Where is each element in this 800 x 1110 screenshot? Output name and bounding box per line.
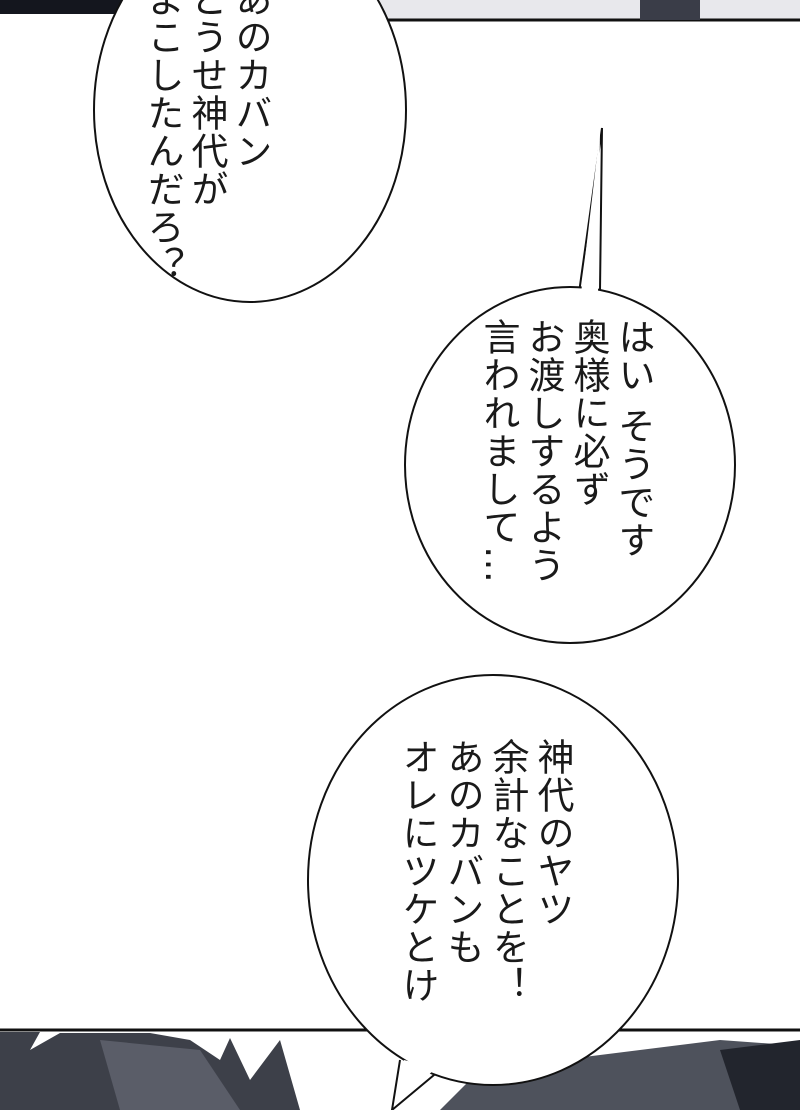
- line: どうせ神代が: [185, 0, 228, 208]
- bubble-3-text: 神代のヤツ余計なことを！あのカバンもオレにツケとけ: [395, 738, 575, 1004]
- line: あのカバン: [229, 0, 272, 170]
- top-panel: [0, 0, 800, 22]
- speech-bubble-1: [93, 0, 407, 303]
- line: 神代のヤツ: [531, 738, 574, 928]
- line: オレにツケとけ: [396, 738, 439, 1004]
- line: 言われまして…: [477, 318, 520, 584]
- line: 奥様に必ず: [567, 318, 610, 508]
- line: よこしたんだろ？: [141, 0, 184, 284]
- bottom-panel: [0, 1028, 800, 1110]
- speech-bubble-3: [307, 674, 679, 1110]
- line: あのカバンも: [441, 738, 484, 966]
- bubble-1-text: あのカバンどうせ神代がよこしたんだろ？: [140, 0, 272, 284]
- line: 余計なことを！: [486, 738, 529, 1004]
- bubble-2-text: はい そうです奥様に必ずお渡しするよう言われまして…: [476, 318, 656, 584]
- line: はい そうです: [612, 318, 655, 559]
- speech-bubble-2: [404, 127, 736, 644]
- line: お渡しするよう: [522, 318, 565, 584]
